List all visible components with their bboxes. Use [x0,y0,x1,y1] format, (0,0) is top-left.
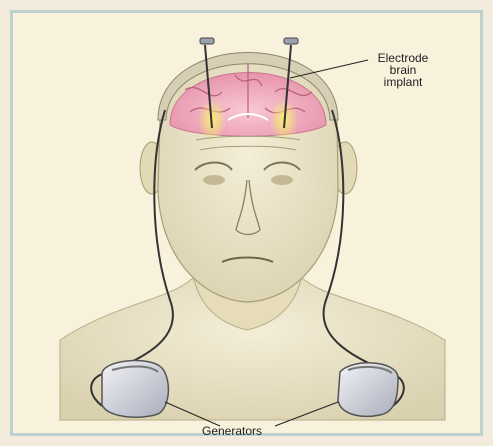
electrode-brain-implant-label: Electrode brain implant [368,52,438,88]
generators-label: Generators [182,425,282,437]
left-generator [102,361,168,418]
right-generator [338,363,398,417]
electrode-label-line3: implant [368,76,438,88]
